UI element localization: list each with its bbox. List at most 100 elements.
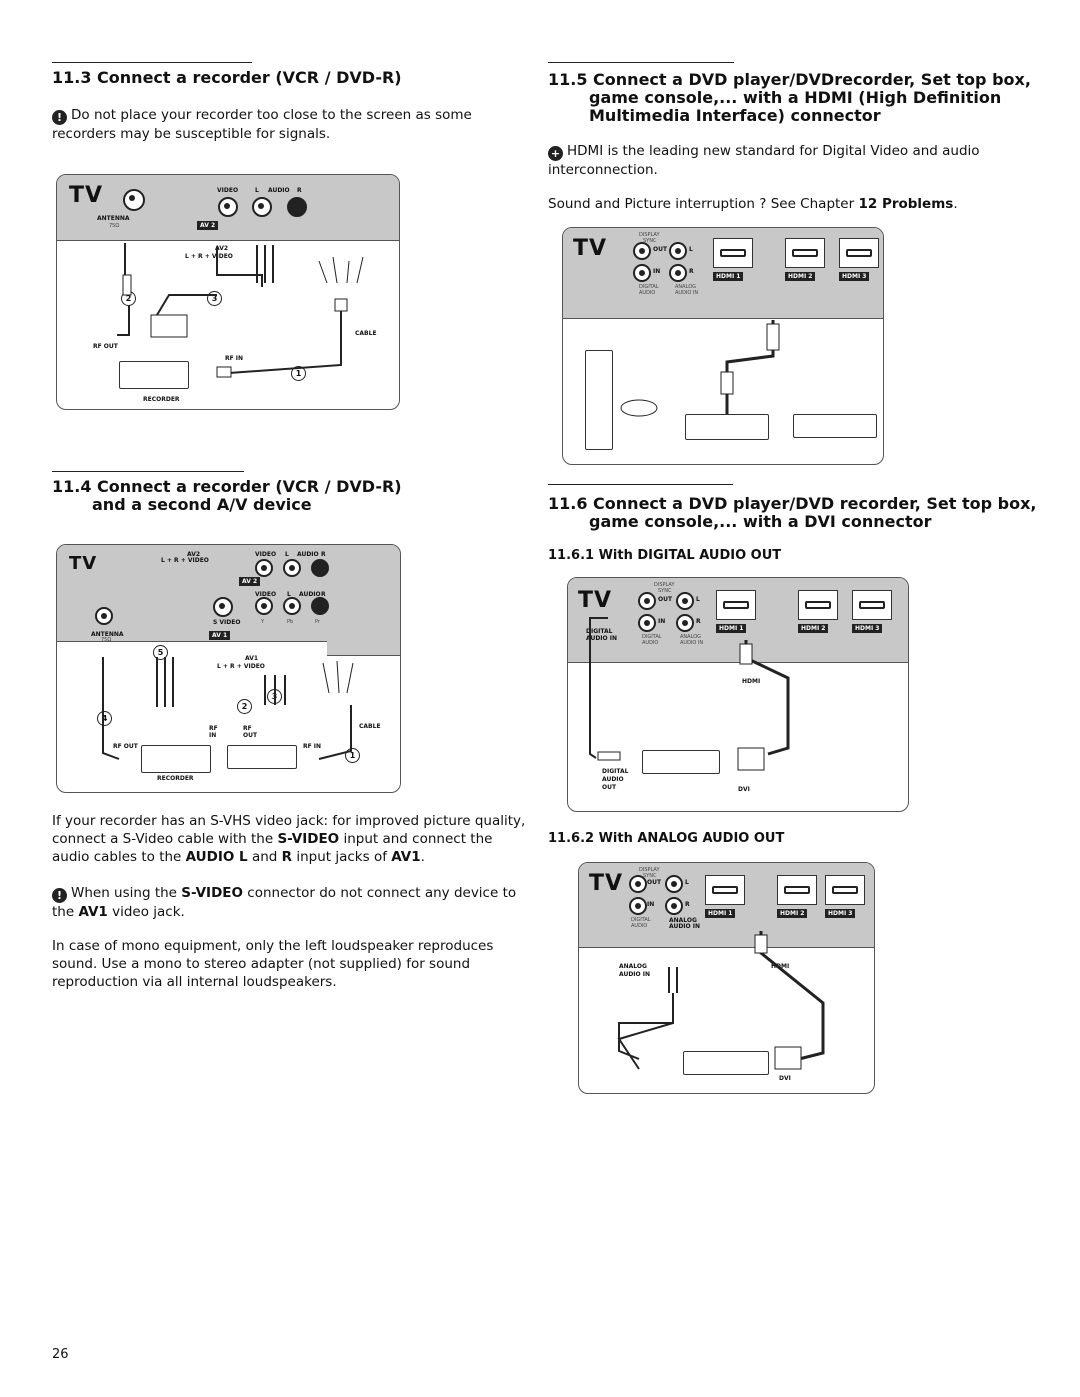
section-rule: [548, 484, 733, 485]
l-label: L: [696, 596, 700, 603]
section-11-4-title-line1: 11.4 Connect a recorder (VCR / DVD-R): [52, 477, 402, 496]
hdmi1-label: HDMI 1: [716, 624, 747, 633]
digital-label: DIGITAL: [631, 917, 651, 923]
digital-audio-out-label-2: AUDIO: [602, 776, 624, 783]
antenna-sub-label: 75Ω: [109, 223, 120, 229]
cable-wiring: [117, 243, 364, 378]
tv-label: TV: [589, 871, 624, 896]
svhs-text-h: AV1: [391, 849, 421, 865]
caution-text-e: video jack.: [107, 904, 185, 920]
audio-in-label: AUDIO IN: [675, 290, 699, 296]
av2-label: AV 2: [239, 577, 261, 586]
svideo-jack: [213, 597, 233, 617]
hdmi-note-text: HDMI is the leading new standard for Dig…: [548, 143, 980, 178]
set-top-box: [793, 414, 877, 438]
l-label: L: [285, 551, 289, 558]
page-number: 26: [52, 1347, 69, 1362]
section-11-3-title: 11.3 Connect a recorder (VCR / DVD-R): [52, 68, 402, 87]
step-2-marker: 2: [237, 699, 252, 714]
dvd-player: [685, 414, 769, 440]
dvi-label: DVI: [779, 1075, 791, 1082]
audio-label: AUDIO: [631, 923, 648, 929]
hdmi-cable-label: HDMI: [742, 678, 761, 685]
out-label: OUT: [653, 246, 668, 253]
cable-label: CABLE: [355, 330, 377, 337]
analog-label: ANALOG: [675, 284, 696, 290]
audio-label: AUDIO: [297, 551, 319, 558]
step-1-marker: 1: [291, 366, 306, 381]
tv-connector-panel: [57, 545, 328, 642]
section-11-4-title-line2: and a second A/V device: [92, 495, 312, 514]
audio-l-label: L: [255, 187, 259, 194]
info-icon: +: [548, 146, 563, 161]
analog-label: ANALOG: [680, 634, 701, 640]
warning-icon: !: [52, 110, 67, 125]
tv-label: TV: [69, 183, 104, 208]
audio-label: AUDIO: [642, 640, 659, 646]
hdmi1-label: HDMI 1: [713, 272, 744, 281]
pr-jack: [311, 597, 329, 615]
caution-text-c: connector do not connect any device to t…: [52, 885, 517, 920]
av2-top-label: AV2: [215, 245, 229, 252]
lrvideo-label-2: L + R + VIDEO: [217, 663, 265, 670]
hdmi2-label: HDMI 2: [777, 909, 808, 918]
hdmi-connection-diagram: TV DISPLAY SYNC OUT L IN R DIGITAL AUDIO…: [562, 227, 884, 465]
analog-audio-in-label-1: ANALOG: [619, 963, 647, 970]
av2-audio-l-jack: [283, 559, 301, 577]
display-label: DISPLAY: [639, 232, 660, 238]
pr-label: Pr: [315, 619, 320, 625]
recorder-label: RECORDER: [143, 396, 180, 403]
hdmi3-label: HDMI 3: [825, 909, 856, 918]
recorder-device: [119, 361, 189, 389]
warning-text: Do not place your recorder too close to …: [52, 107, 472, 142]
hdmi2-port: [798, 590, 838, 620]
tv-label: TV: [573, 236, 608, 261]
hdmi1-port: [705, 875, 745, 905]
game-console: [585, 350, 613, 450]
out-label: OUT: [243, 732, 258, 739]
hdmi3-port: [825, 875, 865, 905]
mono-paragraph: In case of mono equipment, only the left…: [52, 938, 494, 990]
l-label: L: [685, 879, 689, 886]
recorder-label: RECORDER: [157, 775, 194, 782]
section-rule: [52, 471, 244, 472]
video-label-2: VIDEO: [255, 591, 277, 598]
in-label: IN: [209, 732, 217, 739]
section-11-5-title-line2: game console,... with a HDMI (High Defin…: [589, 88, 1002, 107]
cable-label: CABLE: [359, 723, 381, 730]
audio-r-label: R: [297, 187, 302, 194]
audio-l-jack: [676, 592, 694, 610]
hdmi1-port: [713, 238, 753, 268]
section-rule: [52, 62, 252, 63]
audio-l-jack: [252, 197, 272, 217]
section-rule: [548, 62, 734, 63]
cable-wiring: [617, 931, 825, 1070]
audio-label-2: AUDIO: [299, 591, 321, 598]
rf-in-label: RF IN: [225, 355, 244, 362]
audio-l-jack: [669, 242, 687, 260]
audio-l-jack: [665, 875, 683, 893]
rf-in-label: RF IN: [303, 743, 322, 750]
svhs-text-f: R: [281, 849, 293, 865]
subsection-analog-audio-out: 11.6.2 With ANALOG AUDIO OUT: [548, 831, 785, 846]
cable-wiring: [589, 617, 790, 771]
antenna-label: ANTENNA: [91, 631, 124, 638]
r-label: R: [685, 901, 690, 908]
rf-out-label: RF OUT: [113, 743, 138, 750]
lrvideo-label: L + R + VIDEO: [161, 557, 209, 564]
r-label: R: [689, 268, 694, 275]
in-label: IN: [647, 901, 655, 908]
r-label-2: R: [321, 591, 326, 598]
sync-label: SYNC: [643, 238, 657, 244]
digital-audio-out-label-3: OUT: [602, 784, 617, 791]
step-5-marker: 5: [153, 645, 168, 660]
in-label: IN: [658, 618, 666, 625]
l-label-2: L: [287, 591, 291, 598]
rf-label: RF: [209, 725, 218, 732]
digital-out-jack: [629, 875, 647, 893]
section-11-5-title-line3: Multimedia Interface) connector: [589, 106, 881, 125]
hdmi2-port: [777, 875, 817, 905]
audio-label: AUDIO: [268, 187, 290, 194]
svhs-text-b: S-VIDEO: [277, 831, 340, 847]
caution-text-d: AV1: [78, 904, 108, 920]
